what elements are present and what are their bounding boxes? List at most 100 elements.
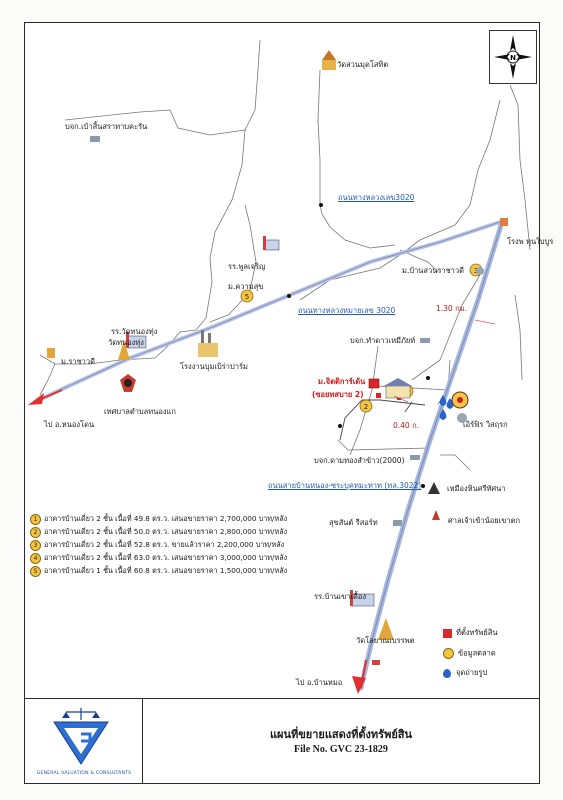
house-icon <box>384 378 412 399</box>
distance-line <box>393 395 409 403</box>
arrow-south-shaft <box>360 659 367 689</box>
label-school-3: รร.บ้านเขาเดื้อง <box>314 592 367 601</box>
boundary-line <box>39 363 56 396</box>
school-icon <box>350 590 375 607</box>
junction-dot <box>319 203 323 207</box>
garuda-emblem-icon <box>120 374 136 392</box>
company-logo <box>53 708 109 765</box>
label-company-nw: บจก.เบ้าสิ้นสราทาบคะรัน <box>65 122 148 131</box>
label-subject-road: (ซอยทสบาย 2) <box>312 390 364 399</box>
photo-spot-marker <box>439 395 447 406</box>
school-icon <box>126 332 147 349</box>
boundary-line <box>337 439 431 451</box>
company-name: GENERAL VALUATION & CONSULTANTS <box>36 771 132 776</box>
property-plot <box>376 393 381 398</box>
temple-icon <box>322 50 336 70</box>
junction-dot <box>338 424 342 428</box>
boundary-line <box>244 39 261 131</box>
gear-icon <box>457 413 467 423</box>
map-title: แผนที่ขยายแสดงที่ตั้งทรัพย์สิน <box>269 728 413 741</box>
footer-vertical-divider <box>142 698 143 784</box>
factory-icon <box>90 136 100 142</box>
property-road-2 <box>404 401 413 413</box>
label-distance: 1.30 กม. <box>436 304 467 313</box>
boundary-line <box>411 274 481 381</box>
key-comparable-swatch <box>443 648 454 659</box>
shrine-icon <box>432 510 440 520</box>
label-landmark-e: เหมืองหินศรีทัศนา <box>447 484 506 493</box>
boundary-line <box>317 69 323 215</box>
label-company-2: บจก.ทำดาวเหมืภัยท์ <box>350 336 416 345</box>
label-resort: สุขสันต์ รีสอร์ท <box>329 518 378 527</box>
gas-station-icon <box>372 660 380 665</box>
label-village-w: ม.ราชาวดี <box>61 357 95 366</box>
label-school-1: รร.พูลเจริญ <box>228 262 266 271</box>
tent-icon <box>428 482 440 494</box>
west-highway-center <box>34 221 501 403</box>
data-point-2: 2 <box>359 399 373 413</box>
label-school-2: รร.วัดทนองทุ่ง <box>111 327 158 336</box>
boundary-line <box>509 84 531 251</box>
school-icon <box>263 236 280 251</box>
arrow-west-shaft <box>33 389 63 403</box>
main-highway-center <box>360 221 503 689</box>
arrow-west <box>28 393 44 405</box>
photo-spot-marker <box>439 409 447 420</box>
north-label: N <box>510 54 516 62</box>
north-arrow: N <box>489 30 537 84</box>
junction-dot <box>426 376 430 380</box>
boundary-line <box>514 294 523 381</box>
label-shopping: เอิร์ฟิร วิสฤรก <box>463 420 508 429</box>
label-hospital: โรงพ ทุนใบบูร <box>507 237 554 246</box>
boundary-line <box>209 204 257 323</box>
temple-icon <box>378 618 394 640</box>
label-temple-2: วัดทนองทุ่ง <box>108 338 144 347</box>
resort-icon <box>393 520 402 526</box>
seal-icon <box>451 391 469 409</box>
office-icon <box>420 338 430 343</box>
key-comparable: ข้อมูลตลาด <box>443 648 543 659</box>
label-road-3020: ถนนทางหลวงหมายเลข 3020 <box>298 306 396 315</box>
property-road <box>339 399 426 441</box>
label-municipality: เทศบาลตำบลทนองแก <box>104 407 176 416</box>
temple-icon <box>47 348 55 358</box>
svg-text:5: 5 <box>245 293 249 301</box>
label-road-3022: ถนนสายบ้านหนอง-ซระบุคทมะทาท (ทล.3022) <box>268 481 422 490</box>
distance-line <box>474 319 496 325</box>
gear-icon <box>476 267 484 275</box>
subject-property-marker <box>368 378 380 389</box>
label-shrine: ศาลเจ้าเข้าน้อยเขาตก <box>448 516 520 525</box>
junction-dot <box>287 294 291 298</box>
label-village-3: ม.บ้านสวนราชาวดี <box>402 266 464 275</box>
boundary-line <box>440 454 471 471</box>
label-subject-village: ม.จิตติการ์เด้น <box>318 377 366 386</box>
label-temple-3: วัดโลยาณเบรรพต <box>356 636 415 645</box>
boundary-line <box>399 249 439 273</box>
svg-text:2: 2 <box>364 403 368 411</box>
key-photo-swatch <box>443 668 451 678</box>
key-photo: จุดถ่ายรูป <box>443 668 543 678</box>
label-direction-west: ไป อ.หนองโดน <box>44 420 95 429</box>
boundary-line <box>321 213 396 249</box>
label-distance-2: 0.40 ก. <box>393 421 420 430</box>
label-factory: โรงงานบุมเบิร่าปาร์ม <box>180 362 248 371</box>
factory-icon <box>198 330 218 357</box>
label-road-north: ถนนทางหลวงเลข3020 <box>338 193 415 202</box>
key-subject-swatch <box>443 628 452 638</box>
footer-divider <box>24 698 540 699</box>
file-number: File No. GVC 23-1829 <box>294 744 388 755</box>
data-point-5: 5 <box>240 289 254 303</box>
office-icon <box>410 455 420 460</box>
temple-icon <box>118 340 130 360</box>
hospital-icon <box>500 218 508 226</box>
label-direction-south: ไป อ.บ้านหมอ <box>296 678 343 687</box>
boundary-line <box>299 99 501 301</box>
